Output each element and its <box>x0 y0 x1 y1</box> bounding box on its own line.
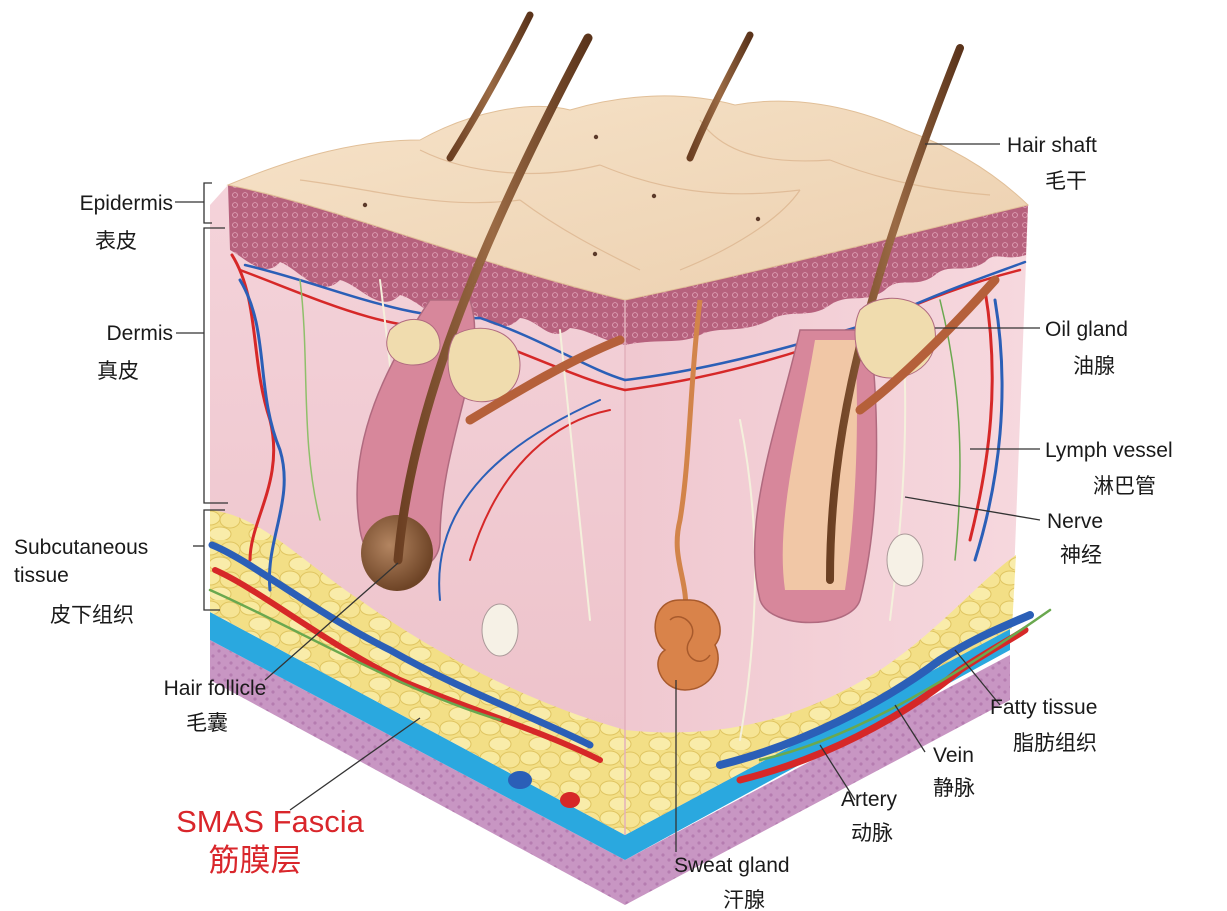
oil-gland-label-en: Oil gland <box>1045 318 1128 341</box>
fatty-tissue-label-en: Fatty tissue <box>990 696 1097 719</box>
dermis-label-zh: 真皮 <box>97 360 139 383</box>
sweat-gland-label-en: Sweat gland <box>674 854 790 877</box>
hair-follicle-label-en: Hair follicle <box>164 677 267 700</box>
nerve-label-zh: 神经 <box>1060 544 1102 567</box>
artery-label-en: Artery <box>841 788 898 811</box>
oil-gland-label-zh: 油腺 <box>1073 355 1115 378</box>
hair-shaft-label-zh: 毛干 <box>1045 170 1087 193</box>
artery-label-zh: 动脉 <box>851 822 893 845</box>
vein-label-en: Vein <box>933 744 974 767</box>
epidermis-label-zh: 表皮 <box>95 230 137 253</box>
nerve-label-en: Nerve <box>1047 510 1103 533</box>
smas-label-zh: 筋膜层 <box>209 843 302 878</box>
subcutaneous-label-en1: Subcutaneous <box>14 536 148 559</box>
fatty-tissue-label-zh: 脂肪组织 <box>1013 732 1097 755</box>
subcutaneous-label-en2: tissue <box>14 564 69 587</box>
smas-label-en: SMAS Fascia <box>176 804 365 839</box>
subcutaneous-label-zh: 皮下组织 <box>50 604 134 627</box>
epidermis-label-en: Epidermis <box>80 192 173 215</box>
dermis-label-en: Dermis <box>107 322 174 345</box>
lymph-vessel-label-en: Lymph vessel <box>1045 439 1173 462</box>
skin-block <box>210 96 1028 905</box>
vein-label-zh: 静脉 <box>933 777 975 800</box>
hair-follicle-label-zh: 毛囊 <box>186 712 228 735</box>
lymph-vessel-label-zh: 淋巴管 <box>1093 475 1156 498</box>
sweat-gland-label-zh: 汗腺 <box>723 889 765 911</box>
hair-shaft-label-en: Hair shaft <box>1007 134 1097 157</box>
